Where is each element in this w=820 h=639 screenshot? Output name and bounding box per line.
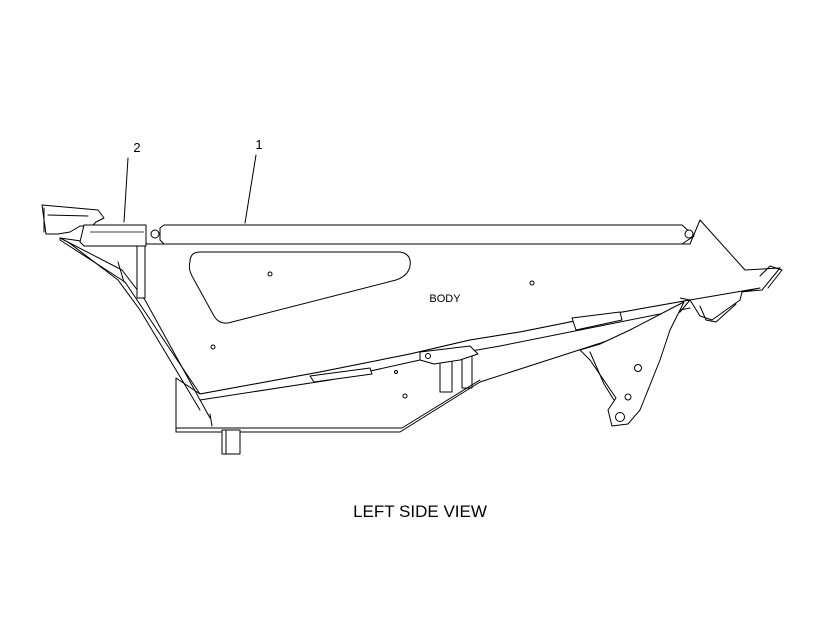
front-frame	[41, 204, 241, 455]
rear-bracket	[579, 265, 783, 427]
body-label: BODY	[429, 293, 461, 305]
end-strip-part-2	[79, 224, 147, 247]
panel-holes	[210, 271, 535, 399]
top-strip-part-1	[159, 224, 695, 245]
view-title: LEFT SIDE VIEW	[353, 502, 487, 521]
underside-brackets	[309, 311, 623, 393]
top-strips	[79, 224, 695, 247]
leader-line-2	[123, 157, 129, 223]
leader-line-1	[244, 154, 257, 224]
window-cutout	[188, 251, 411, 324]
callout-number-2: 2	[133, 140, 140, 155]
body-panel	[59, 219, 781, 433]
callout-number-1: 1	[255, 137, 262, 152]
